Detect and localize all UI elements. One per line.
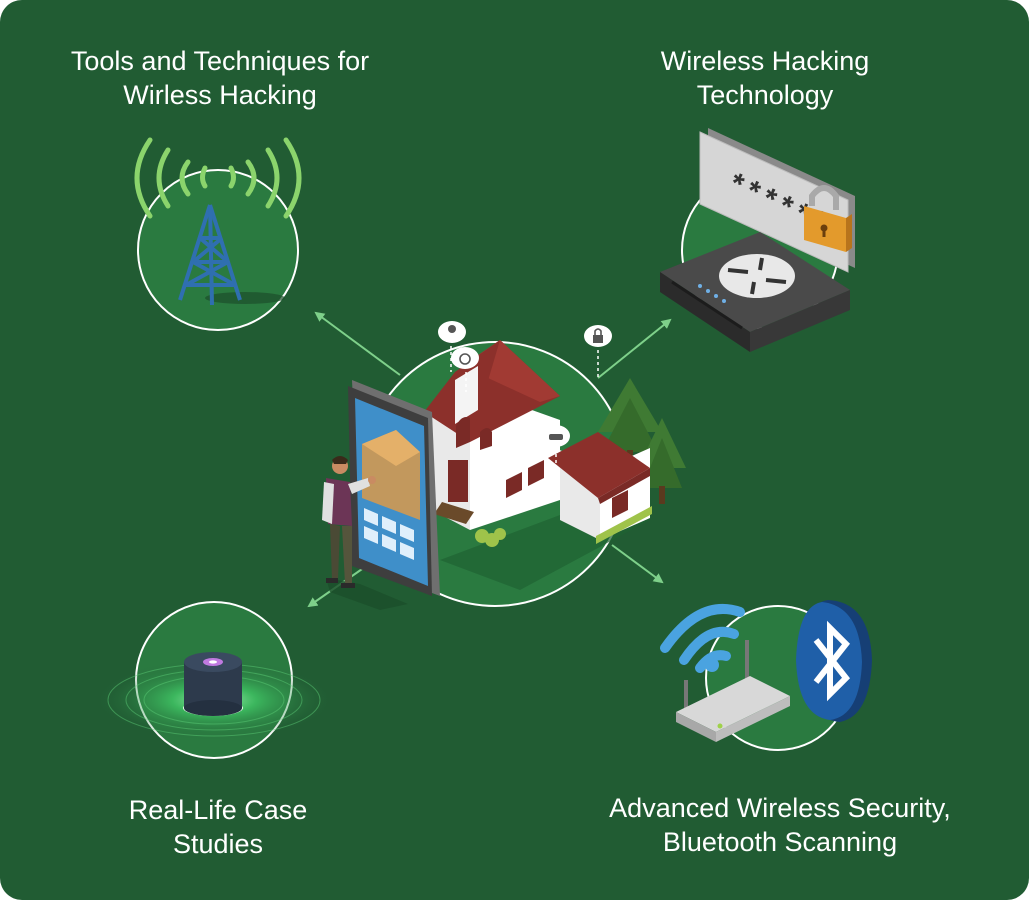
cell-tower-icon: [134, 137, 302, 331]
topic-label-line: Bluetooth Scanning: [662, 827, 898, 857]
smart-speaker-icon: [94, 601, 334, 759]
bluetooth-icon: [796, 600, 872, 722]
arrow-to-technology: [597, 318, 672, 379]
arrow-to-security: [611, 544, 664, 584]
topic-label-line: Real-Life Case: [128, 795, 308, 825]
router-password-icon: ******: [660, 128, 855, 352]
wifi-router: [676, 640, 790, 742]
wifi-icon: [660, 603, 745, 673]
person-figure: [322, 456, 408, 610]
smart-home-icon: [322, 321, 686, 610]
cloud-badges: [438, 321, 612, 470]
topic-label-technology: Wireless Hacking Technology: [600, 44, 930, 112]
router-device: [660, 232, 850, 352]
topic-label-line: Technology: [696, 80, 834, 110]
topic-label-security: Advanced Wireless Security, Bluetooth Sc…: [560, 791, 1000, 859]
bush-icon: [475, 528, 506, 547]
cloud-lock-icon: [584, 325, 612, 378]
topic-label-line: Studies: [172, 829, 264, 859]
cloud-car-icon: [542, 425, 570, 470]
bluetooth-router-icon: [660, 600, 872, 751]
topic-label-line: Tools and Techniques for: [70, 46, 370, 76]
topic-label-tools: Tools and Techniques for Wirless Hacking: [30, 44, 410, 112]
topic-label-case-studies: Real-Life Case Studies: [60, 793, 376, 861]
arrow-to-tools: [314, 311, 401, 376]
topic-label-line: Wirless Hacking: [123, 80, 317, 110]
garage-building: [548, 432, 652, 544]
cloud-timer-icon: [451, 347, 479, 392]
cloud-user-icon: [438, 321, 466, 372]
smartphone-icon: [348, 380, 440, 596]
house-building: [424, 340, 560, 530]
lock-icon: [804, 185, 852, 252]
topic-label-line: Advanced Wireless Security,: [609, 793, 951, 823]
topic-label-line: Wireless Hacking: [660, 46, 870, 76]
